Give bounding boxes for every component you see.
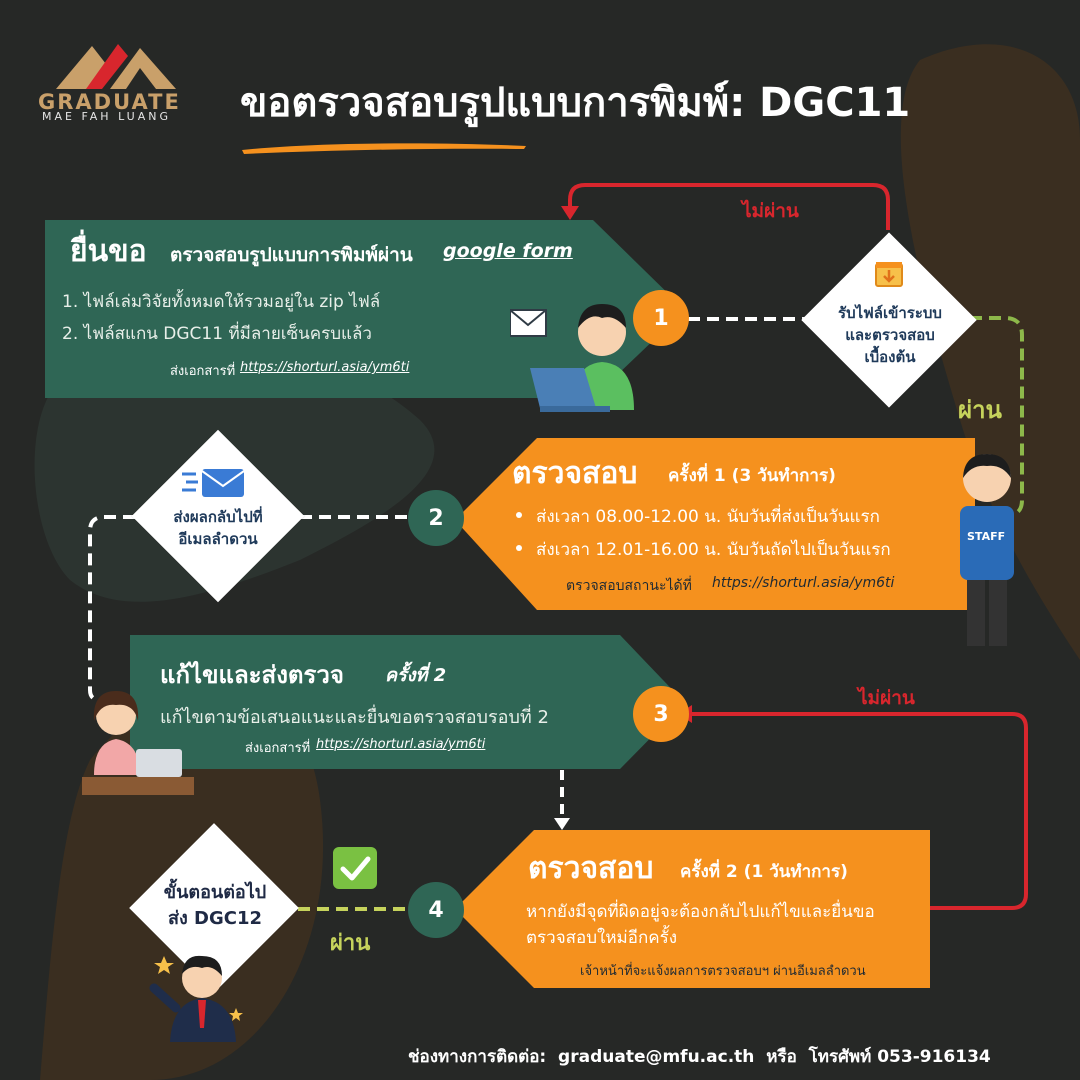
step1-number-badge: 1 [633, 290, 689, 346]
page-title: ขอตรวจสอบรูปแบบการพิมพ์: DGC11 [240, 80, 911, 126]
step1-item1: 1. ไฟล์เล่มวิจัยทั้งหมดให้รวมอยู่ใน zip … [62, 292, 381, 312]
receive-line3: เบื้องต้น [864, 348, 916, 366]
title-underline [242, 143, 526, 154]
step3-submit-link[interactable]: https://shorturl.asia/ym6ti [316, 737, 486, 752]
next-line2: ส่ง DGC12 [167, 908, 263, 929]
step2-bullet2-text: ส่งเวลา 12.01-16.00 น. นับวันถัดไปเป็นวั… [536, 540, 891, 560]
contact-line: ช่องทางการติดต่อ: graduate@mfu.ac.th หรื… [408, 1043, 991, 1070]
pass-label-bottom: ผ่าน [330, 931, 371, 956]
graduate-logo-icon [56, 44, 176, 89]
contact-or: หรือ [766, 1047, 797, 1067]
step2-status-link[interactable]: https://shorturl.asia/ym6ti [712, 575, 895, 591]
step4-number-badge: 4 [408, 882, 464, 938]
contact-email[interactable]: graduate@mfu.ac.th [558, 1047, 755, 1067]
woman-laptop-illustration [82, 691, 194, 795]
check-icon [333, 847, 377, 889]
fail-label-top: ไม่ผ่าน [742, 200, 799, 222]
receive-line2: และตรวจสอบ [845, 326, 935, 344]
step4-heading-big: ตรวจสอบ [528, 851, 654, 886]
step3-number-badge: 3 [633, 686, 689, 742]
step3-heading-rest: ครั้งที่ 2 [385, 665, 447, 686]
step4-note: เจ้าหน้าที่จะแจ้งผลการตรวจสอบฯ ผ่านอีเมล… [580, 964, 866, 979]
step3-desc: แก้ไขตามข้อเสนอแนะและยื่นขอตรวจสอบรอบที่… [160, 707, 549, 728]
logo-line1: GRADUATE [38, 90, 181, 114]
step2-status-prefix: ตรวจสอบสถานะได้ที่ [566, 578, 692, 594]
step2-bullet1: ส่งเวลา 08.00-12.00 น. นับวันที่ส่งเป็นว… [516, 503, 880, 530]
staff-badge: STAFF [967, 530, 1006, 543]
step3-panel [130, 635, 685, 769]
email-line1: ส่งผลกลับไปที่ [173, 508, 263, 526]
step1-item2: 2. ไฟล์สแกน DGC11 ที่มีลายเซ็นครบแล้ว [62, 324, 372, 344]
receive-line1: รับไฟล์เข้าระบบ [838, 304, 942, 322]
student-laptop-illustration [510, 304, 634, 412]
step1-submit-prefix: ส่งเอกสารที่ [170, 364, 236, 379]
fail-label-mid: ไม่ผ่าน [858, 687, 915, 709]
step1-submit-link[interactable]: https://shorturl.asia/ym6ti [240, 360, 410, 375]
step4-desc2: ตรวจสอบใหม่อีกครั้ง [526, 928, 678, 948]
pass-label-right: ผ่าน [958, 396, 1002, 424]
step3-submit-prefix: ส่งเอกสารที่ [245, 741, 311, 756]
step3-heading: แก้ไขและส่งตรวจ [160, 661, 344, 689]
staff-illustration [960, 454, 1014, 646]
step1-heading-big: ยื่นขอ [70, 234, 147, 269]
step2-bullet1-text: ส่งเวลา 08.00-12.00 น. นับวันที่ส่งเป็นว… [536, 507, 880, 527]
receive-diamond-label: รับไฟล์เข้าระบบ และตรวจสอบ เบื้องต้น [815, 302, 965, 368]
send-mail-icon [182, 469, 245, 497]
step1-panel [45, 220, 685, 398]
step4-heading-rest: ครั้งที่ 2 (1 วันทำการ) [680, 862, 848, 882]
step4-desc1: หากยังมีจุดที่ผิดอยู่จะต้องกลับไปแก้ไขแล… [526, 902, 875, 922]
step2-panel [455, 438, 975, 610]
step2-bullet2: ส่งเวลา 12.01-16.00 น. นับวันถัดไปเป็นวั… [516, 536, 891, 563]
step4-panel [455, 830, 930, 988]
download-box-icon [875, 262, 903, 287]
email-line2: อีเมลลำดวน [178, 530, 258, 548]
step2-number-badge: 2 [408, 490, 464, 546]
logo-line2: MAE FAH LUANG [42, 110, 171, 123]
step2-heading-rest: ครั้งที่ 1 (3 วันทำการ) [668, 466, 836, 486]
email-diamond-label: ส่งผลกลับไปที่ อีเมลลำดวน [148, 506, 288, 550]
contact-phone[interactable]: โทรศัพท์ 053-916134 [808, 1047, 991, 1067]
next-line1: ขั้นตอนต่อไป [163, 882, 267, 903]
next-diamond-label: ขั้นตอนต่อไป ส่ง DGC12 [140, 880, 290, 932]
man-suit-illustration [149, 955, 243, 1042]
step1-heading-rest: ตรวจสอบรูปแบบการพิมพ์ผ่าน [170, 244, 413, 266]
step1-google-form-link[interactable]: google form [443, 240, 573, 262]
contact-prefix: ช่องทางการติดต่อ: [408, 1047, 547, 1067]
step2-heading-big: ตรวจสอบ [512, 456, 638, 491]
